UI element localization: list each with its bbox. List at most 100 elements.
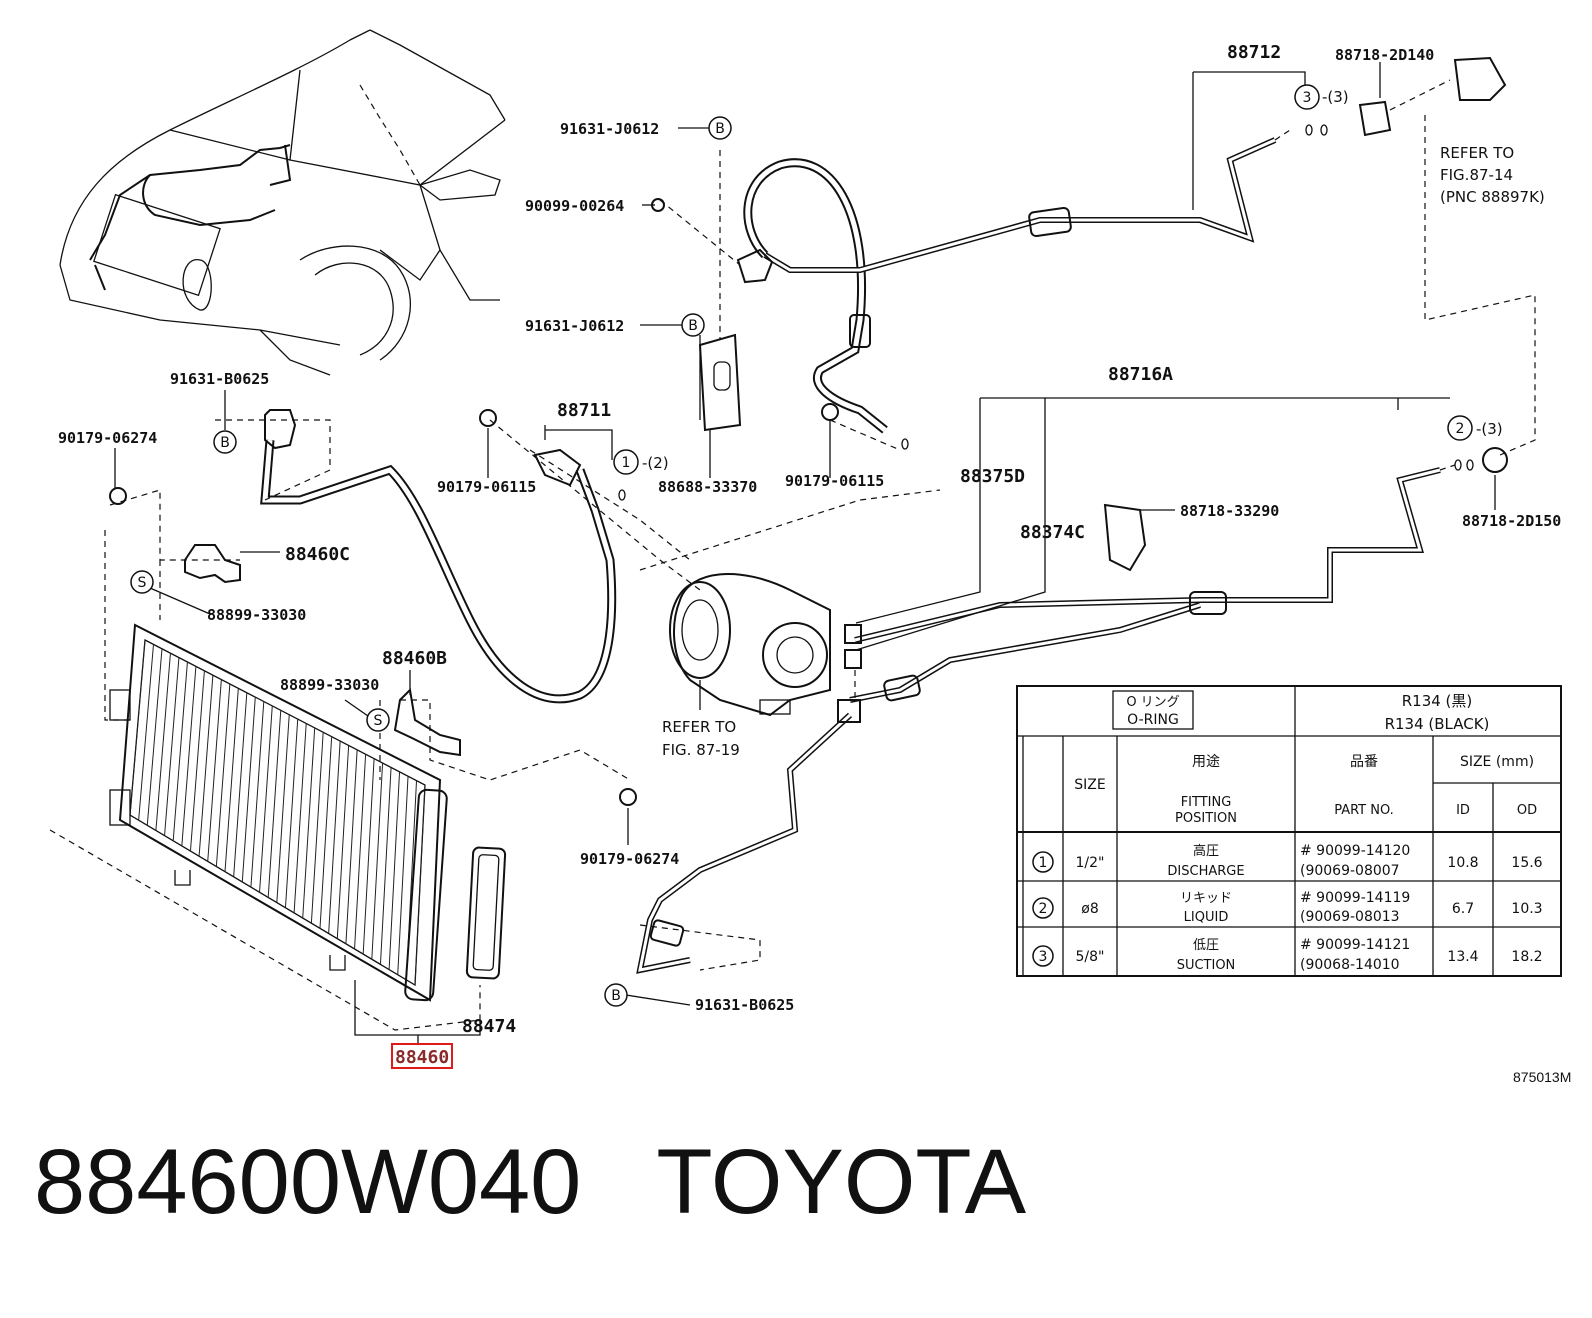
part-number-footer: 884600W040 TOYOTA	[34, 1130, 1026, 1235]
condenser-fin	[164, 657, 180, 836]
label-88899-33030-a: 88899-33030	[207, 606, 306, 624]
row-part1: # 90099-14119	[1300, 890, 1410, 906]
label-90179-06115-left: 90179-06115	[437, 478, 536, 496]
label-88374c: 88374C	[1020, 522, 1085, 543]
table-col-fitting-2: POSITION	[1175, 811, 1237, 826]
label-88712: 88712	[1227, 42, 1281, 63]
mark-3-qty: -(3)	[1322, 88, 1349, 106]
row-mark: 3	[1039, 949, 1048, 965]
row-id: 6.7	[1452, 901, 1474, 917]
label-90179-06115-right: 90179-06115	[785, 472, 884, 490]
mark-b-2: B	[681, 313, 705, 337]
mark-1: 1	[613, 449, 639, 475]
table-col-size-mm: SIZE (mm)	[1460, 754, 1534, 770]
mark-2-qty: -(3)	[1476, 420, 1503, 438]
row-part2: (90068-14010	[1300, 957, 1400, 973]
receiver-88474	[465, 846, 507, 980]
mark-1-qty: -(2)	[642, 454, 669, 472]
fittings	[109, 56, 1508, 947]
label-90099-00264: 90099-00264	[525, 197, 624, 215]
leader-lines	[114, 62, 1496, 1045]
dashed-guides	[49, 79, 1536, 1031]
part-labels: 91631-J0612 90099-00264 91631-J0612 9163…	[58, 42, 1571, 1085]
condenser-fin	[181, 666, 197, 846]
mark-3: 3	[1294, 84, 1320, 110]
condenser-fin	[146, 648, 163, 826]
row-id: 10.8	[1447, 855, 1478, 871]
table-oring-jp: O リング	[1126, 695, 1179, 710]
table-col-id: ID	[1456, 803, 1470, 818]
bracket-88460C	[184, 544, 241, 584]
mark-b-3: B	[213, 430, 237, 454]
condenser-fin	[379, 767, 392, 965]
mark-s-1: S	[130, 570, 154, 594]
circled-marks: B B B B S S 1 -(2) 3 -(3) 2 -(3)	[130, 84, 1503, 1007]
condenser-fin	[215, 683, 231, 867]
row-part2: (90069-08007	[1300, 863, 1400, 879]
condenser-fin	[189, 670, 205, 852]
condenser-fin	[241, 697, 256, 883]
condenser-fin	[138, 644, 154, 821]
condenser-fin	[336, 745, 350, 939]
row-size: 1/2"	[1076, 855, 1105, 871]
svg-text:1: 1	[622, 455, 631, 471]
label-88460c: 88460C	[285, 544, 350, 565]
row-part2: (90069-08013	[1300, 909, 1400, 925]
condenser-fin	[302, 727, 316, 919]
label-88718-2d150: 88718-2D150	[1462, 512, 1561, 530]
condenser-assembly	[109, 623, 448, 1002]
condenser-fin	[198, 675, 214, 857]
row-usage: LIQUID	[1184, 910, 1229, 925]
row-od: 15.6	[1511, 855, 1542, 871]
table-col-fitting-1: FITTING	[1181, 795, 1232, 810]
condenser-fin	[250, 701, 265, 888]
condenser-fin	[267, 710, 282, 898]
condenser-fin	[345, 749, 358, 944]
svg-text:3: 3	[1303, 90, 1312, 106]
label-88460-highlighted: 88460	[395, 1047, 449, 1068]
svg-text:B: B	[715, 121, 725, 137]
svg-text:B: B	[220, 435, 230, 451]
refer-top-line2: FIG.87-14	[1440, 166, 1513, 184]
row-id: 13.4	[1447, 949, 1478, 965]
condenser-fin	[233, 692, 248, 877]
condenser-fin	[388, 771, 401, 970]
row-usage-jp: リキッド	[1180, 891, 1232, 906]
condenser-fin	[328, 741, 341, 934]
row-part1: # 90099-14121	[1300, 937, 1410, 953]
row-usage-jp: 高圧	[1193, 843, 1219, 859]
refer-compressor-line2: FIG. 87-19	[662, 741, 740, 759]
condenser-fin	[371, 763, 384, 960]
label-91631-j0612-top: 91631-J0612	[560, 120, 659, 138]
row-od: 10.3	[1511, 901, 1542, 917]
condenser-fin	[362, 758, 375, 955]
table-row: 2 ø8 リキッド LIQUID # 90099-14119 (90069-08…	[1032, 890, 1543, 925]
label-90179-06274-right: 90179-06274	[580, 850, 679, 868]
table-row: 1 1/2" 高圧 DISCHARGE # 90099-14120 (90069…	[1032, 843, 1543, 879]
table-col-size: SIZE	[1074, 777, 1105, 793]
bracket-88460B	[393, 687, 461, 757]
condenser-fin	[354, 754, 367, 949]
mark-b-4: B	[604, 983, 628, 1007]
compressor	[669, 573, 862, 717]
condenser-fin	[207, 679, 222, 862]
row-usage: SUCTION	[1177, 958, 1236, 973]
table-col-part-jp: 品番	[1350, 754, 1378, 770]
vehicle-outline	[59, 29, 506, 376]
svg-text:S: S	[138, 575, 147, 591]
table-col-od: OD	[1517, 803, 1537, 818]
diagram-code: 875013M	[1513, 1069, 1571, 1085]
table-col-part: PART NO.	[1334, 803, 1394, 818]
row-mark: 1	[1039, 855, 1048, 871]
liquid-pipe	[636, 467, 1441, 974]
label-88375d: 88375D	[960, 466, 1025, 487]
label-91631-b0625-left: 91631-B0625	[170, 370, 269, 388]
refer-top-line3: (PNC 88897K)	[1440, 188, 1545, 206]
svg-text:2: 2	[1456, 421, 1465, 437]
row-size: 5/8"	[1076, 949, 1105, 965]
label-88688-33370: 88688-33370	[658, 478, 757, 496]
footer-part-number: 884600W040	[34, 1131, 582, 1233]
label-90179-06274-left: 90179-06274	[58, 429, 157, 447]
condenser-fin	[259, 705, 273, 893]
